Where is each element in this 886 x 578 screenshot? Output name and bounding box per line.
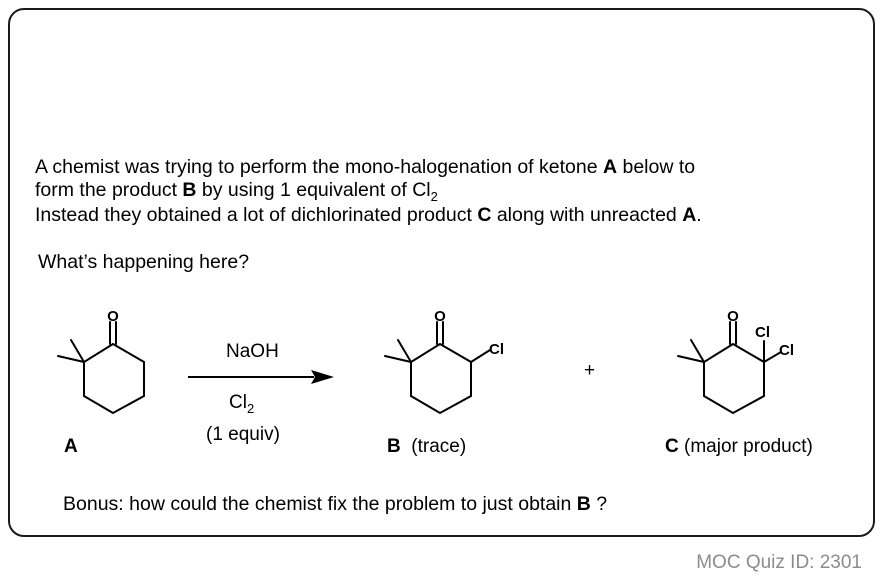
reagent-equiv: (1 equiv)	[206, 424, 280, 445]
reaction-arrow	[188, 370, 334, 384]
quiz-id: MOC Quiz ID: 2301	[696, 552, 862, 573]
molecule-b-oxygen: O	[434, 308, 446, 325]
question-prompt: What’s happening here?	[38, 251, 250, 273]
molecule-c-chlorine-1: Cl	[755, 324, 770, 341]
molecule-c	[677, 321, 782, 415]
molecule-a-oxygen: O	[107, 308, 119, 325]
question-line-1: A chemist was trying to perform the mono…	[35, 156, 696, 178]
molecule-b	[384, 321, 491, 415]
label-c: C (major product)	[665, 436, 813, 457]
label-a: A	[64, 436, 78, 457]
reagent-naoh: NaOH	[226, 341, 279, 362]
question-line-2: form the product B by using 1 equivalent…	[35, 179, 438, 204]
molecule-c-oxygen: O	[727, 308, 739, 325]
molecule-c-chlorine-2: Cl	[779, 342, 794, 359]
plus-sign: +	[584, 360, 596, 381]
bonus-question: Bonus: how could the chemist fix the pro…	[63, 493, 608, 515]
molecule-a	[57, 321, 145, 415]
label-b: B (trace)	[387, 436, 467, 457]
molecule-b-chlorine: Cl	[489, 341, 504, 358]
quiz-card	[8, 8, 875, 537]
reagent-cl2: Cl2	[229, 392, 255, 416]
question-line-3: Instead they obtained a lot of dichlorin…	[35, 204, 702, 226]
